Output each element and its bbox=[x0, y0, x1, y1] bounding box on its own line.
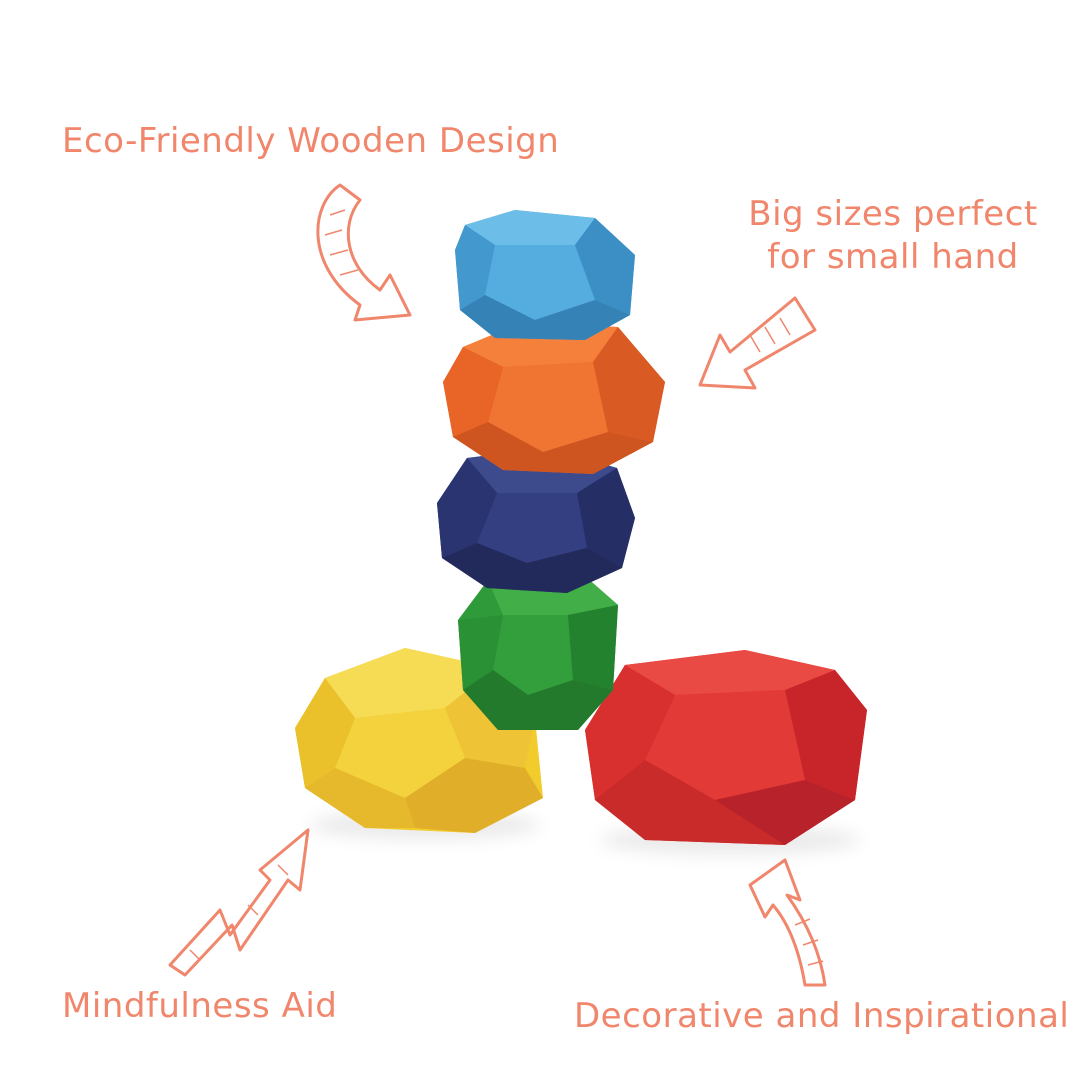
caption-eco-friendly: Eco-Friendly Wooden Design bbox=[62, 121, 560, 161]
stone-red bbox=[585, 650, 867, 845]
stone-green bbox=[458, 570, 618, 730]
caption-mindfulness: Mindfulness Aid bbox=[62, 986, 338, 1026]
caption-big-sizes-line2: for small hand bbox=[767, 236, 1019, 277]
caption-big-sizes: Big sizes perfect for small hand bbox=[748, 193, 1038, 278]
stone-navy bbox=[437, 448, 635, 593]
curved-arrow-icon bbox=[316, 183, 412, 322]
curved-arrow-up-icon bbox=[748, 858, 827, 987]
caption-decorative: Decorative and Inspirational bbox=[574, 996, 1070, 1036]
diagonal-arrow-left-icon bbox=[698, 296, 817, 390]
zigzag-arrow-icon bbox=[168, 828, 310, 977]
caption-big-sizes-line1: Big sizes perfect bbox=[748, 194, 1038, 234]
stone-blue bbox=[455, 210, 635, 340]
stone-orange bbox=[443, 322, 665, 474]
